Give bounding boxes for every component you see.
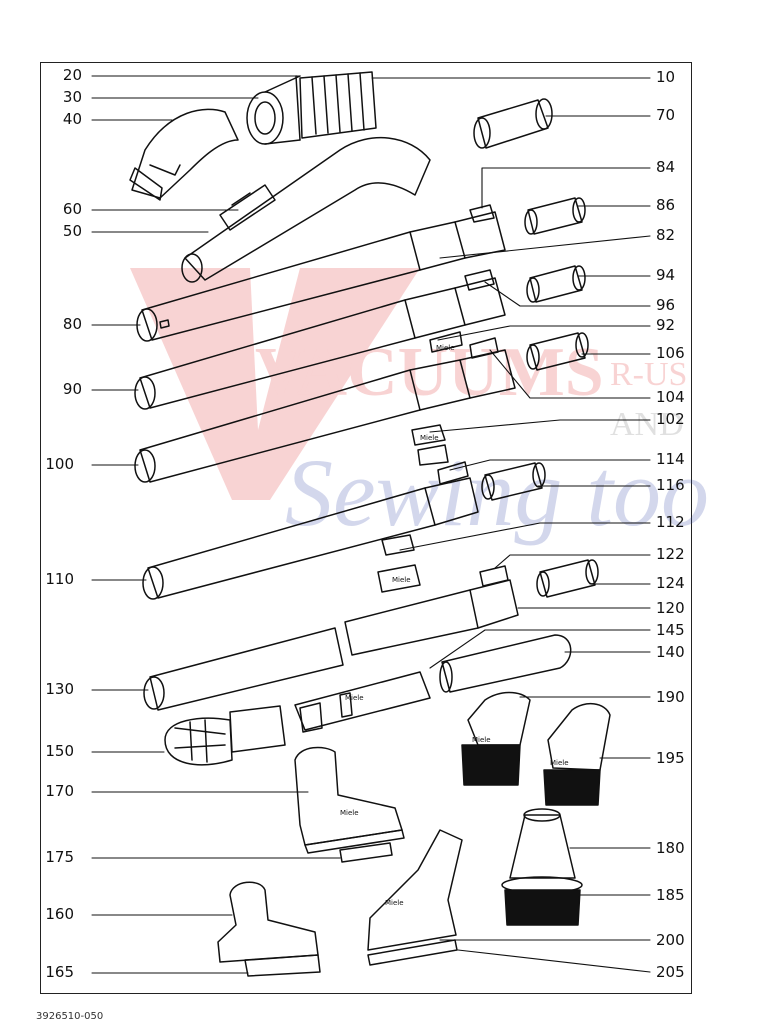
callout-116: 116 xyxy=(656,476,685,494)
callout-145: 145 xyxy=(656,621,685,639)
brand-mark: Miele xyxy=(392,576,411,584)
callout-50: 50 xyxy=(62,222,82,240)
callout-190: 190 xyxy=(656,688,685,706)
callout-106: 106 xyxy=(656,344,685,362)
part-tube-110 xyxy=(142,461,479,600)
callout-92: 92 xyxy=(656,316,676,334)
part-coupler-86 xyxy=(524,197,586,235)
part-crevice-140 xyxy=(439,634,572,693)
callout-110: 110 xyxy=(45,570,74,588)
callout-150: 150 xyxy=(45,742,74,760)
part-tube-100 xyxy=(134,331,516,483)
callout-90: 90 xyxy=(62,380,82,398)
brand-marks: Miele Miele Miele Miele Miele Miele Miel… xyxy=(340,344,569,907)
watermark-line2: Sewing too xyxy=(285,439,709,546)
callout-60: 60 xyxy=(62,200,82,218)
callout-200: 200 xyxy=(656,931,685,949)
part-brush-190 xyxy=(461,691,531,786)
part-brush-180 xyxy=(501,808,583,926)
part-nozzle-200 xyxy=(367,829,463,966)
leader-lines xyxy=(91,75,651,974)
callout-80: 80 xyxy=(62,315,82,333)
callout-84: 84 xyxy=(656,158,676,176)
callout-40: 40 xyxy=(62,110,82,128)
callout-10: 10 xyxy=(656,68,676,86)
callout-160: 160 xyxy=(45,905,74,923)
callout-30: 30 xyxy=(62,88,82,106)
callout-96: 96 xyxy=(656,296,676,314)
part-coupler-116 xyxy=(481,462,546,501)
document-code: 3926510-050 xyxy=(36,1011,104,1022)
diagram-frame xyxy=(40,62,692,994)
part-nozzle-160 xyxy=(217,881,321,977)
callout-165: 165 xyxy=(45,963,74,981)
callout-120: 120 xyxy=(656,599,685,617)
callout-82: 82 xyxy=(656,226,676,244)
watermark-line1: VACUUMS xyxy=(255,334,604,411)
callout-130: 130 xyxy=(45,680,74,698)
watermark-side-bottom: AND xyxy=(610,406,684,443)
callout-94: 94 xyxy=(656,266,676,284)
callout-170: 170 xyxy=(45,782,74,800)
callout-112: 112 xyxy=(656,513,685,531)
part-upholstery-170 xyxy=(294,746,405,863)
callout-140: 140 xyxy=(656,643,685,661)
brand-mark: Miele xyxy=(472,736,491,744)
part-crevice-145 xyxy=(294,671,431,733)
callout-205: 205 xyxy=(656,963,685,981)
callout-195: 195 xyxy=(656,749,685,767)
watermark-v-mark xyxy=(130,268,420,500)
part-brush-195 xyxy=(543,703,611,806)
callout-86: 86 xyxy=(656,196,676,214)
part-swivel-40 xyxy=(129,108,239,201)
part-hose-10 xyxy=(246,71,377,145)
callout-70: 70 xyxy=(656,106,676,124)
callout-175: 175 xyxy=(45,848,74,866)
callout-122: 122 xyxy=(656,545,685,563)
watermark-side-top: R-US xyxy=(610,356,687,393)
part-tube-80 xyxy=(136,204,506,342)
callout-124: 124 xyxy=(656,574,685,592)
callout-185: 185 xyxy=(656,886,685,904)
part-coupler-94 xyxy=(526,265,586,303)
part-tube-130 xyxy=(143,565,519,711)
callout-100: 100 xyxy=(45,455,74,473)
brand-mark: Miele xyxy=(345,694,364,702)
brand-mark: Miele xyxy=(385,899,404,907)
part-coupler-106 xyxy=(526,332,589,371)
brand-mark: Miele xyxy=(436,344,455,352)
brand-mark: Miele xyxy=(550,759,569,767)
part-brush-150 xyxy=(164,705,286,766)
part-coupler-124 xyxy=(536,559,599,598)
part-sleeve-70 xyxy=(473,98,553,149)
callout-114: 114 xyxy=(656,450,685,468)
callout-102: 102 xyxy=(656,410,685,428)
part-tube-90 xyxy=(134,269,506,410)
part-handle-50 xyxy=(181,137,431,283)
callout-20: 20 xyxy=(62,66,82,84)
callout-180: 180 xyxy=(656,839,685,857)
brand-mark: Miele xyxy=(340,809,359,817)
brand-mark: Miele xyxy=(420,434,439,442)
callout-104: 104 xyxy=(656,388,685,406)
